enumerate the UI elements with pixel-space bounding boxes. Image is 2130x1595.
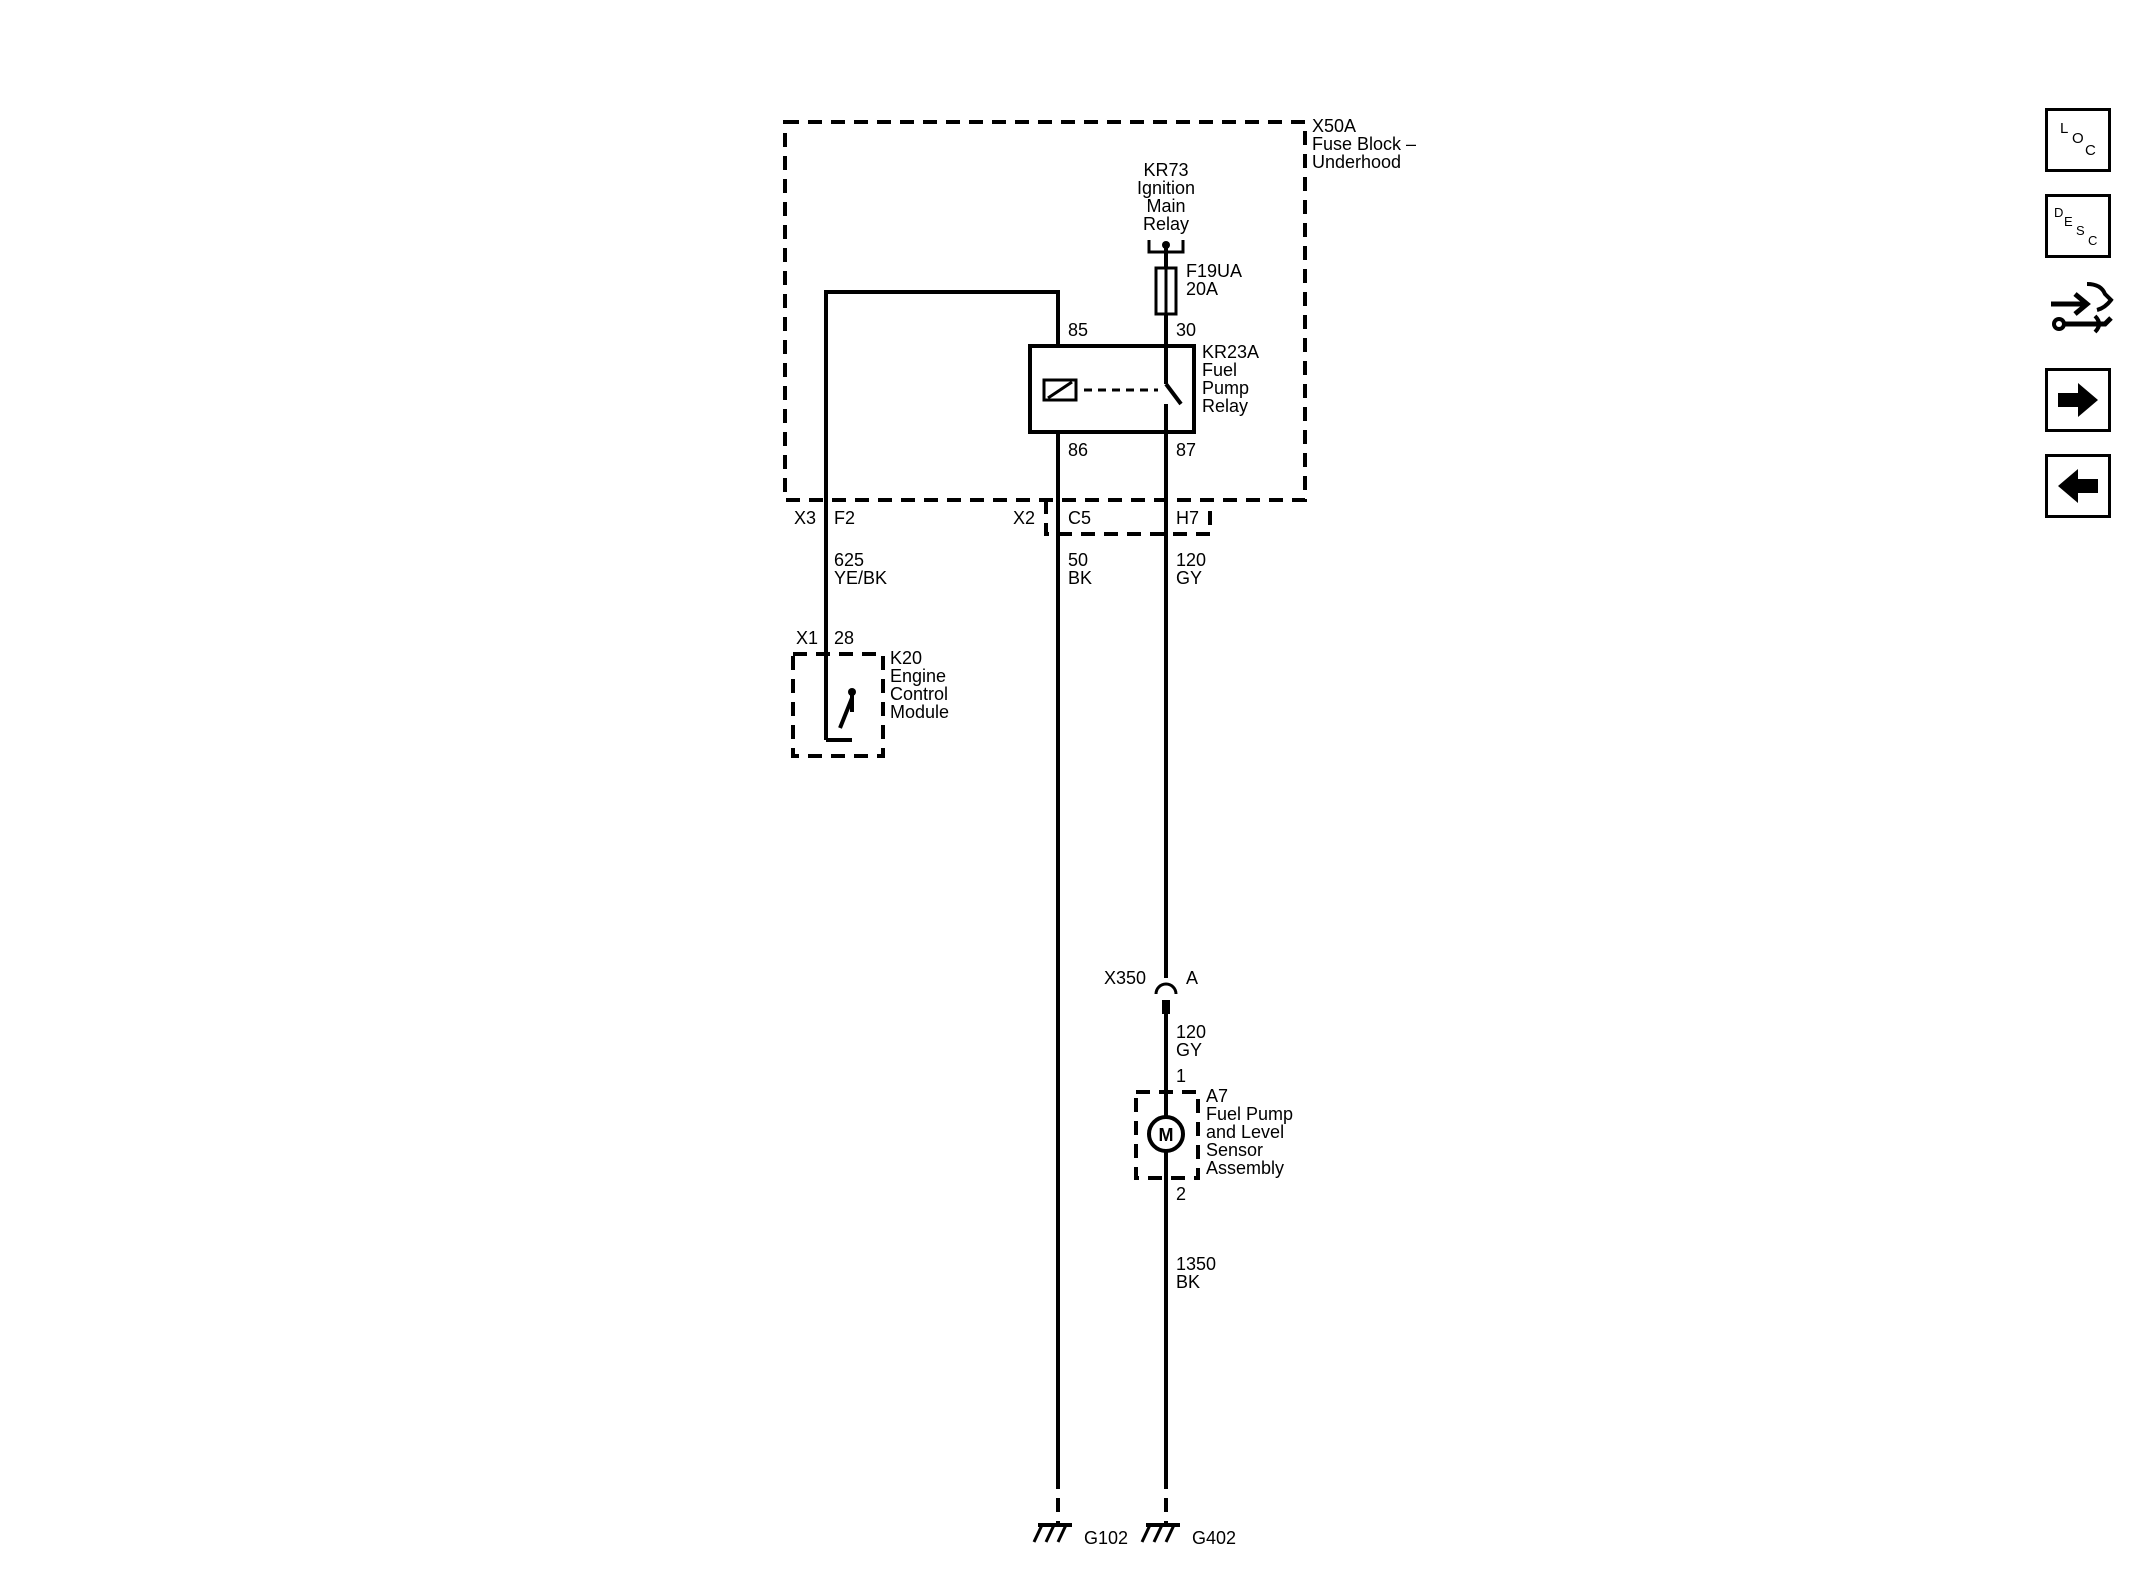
loc-letter-l: L	[2060, 120, 2068, 137]
relay-coil	[1042, 378, 1078, 402]
wire-120-color: GY	[1176, 568, 1202, 588]
ecm-label-1: Engine	[890, 666, 946, 686]
pump-relay-label-1: Fuel	[1202, 360, 1237, 380]
fuel-pump-relay-box	[1028, 344, 1196, 434]
main-relay-label-1: Ignition	[1137, 178, 1195, 198]
connector-x2: X2	[1013, 508, 1035, 528]
motor-label: M	[1159, 1125, 1174, 1145]
main-relay-id: KR73	[1143, 160, 1188, 180]
connector-c5: C5	[1068, 508, 1091, 528]
relay-pin-30: 30	[1176, 320, 1196, 340]
connector-x2-boundary	[1044, 500, 1212, 536]
wire-1350-color: BK	[1176, 1272, 1200, 1292]
wire-120b-color: GY	[1176, 1040, 1202, 1060]
ecm-boundary	[791, 652, 885, 758]
wire-625-circuit: 625	[834, 550, 864, 570]
connector-f2: F2	[834, 508, 855, 528]
connector-x1: X1	[796, 628, 818, 648]
loc-letter-o: O	[2072, 130, 2084, 147]
wire-120b-circuit: 120	[1176, 1022, 1206, 1042]
pump-label-1: Fuel Pump	[1206, 1104, 1293, 1124]
ground-g402: G402	[1192, 1528, 1236, 1548]
fuse-block-boundary	[783, 120, 1307, 502]
fuse-block-name: Fuse Block –	[1312, 134, 1416, 154]
back-button[interactable]	[2045, 454, 2111, 518]
desc-letter-e: E	[2064, 214, 2073, 229]
ecm-label-2: Control	[890, 684, 948, 704]
arrow-left-icon	[2058, 469, 2098, 503]
ground-g402-icon	[1140, 1523, 1180, 1543]
diagnostic-tool-button[interactable]	[2045, 274, 2117, 346]
ground-g102-icon	[1032, 1523, 1072, 1543]
pump-pin-2: 2	[1176, 1184, 1186, 1204]
main-relay-output	[1147, 240, 1185, 268]
connector-x350-symbol	[1154, 982, 1178, 1014]
relay-pin-87: 87	[1176, 440, 1196, 460]
pump-label-3: Sensor	[1206, 1140, 1263, 1160]
wire-120-circuit: 120	[1176, 550, 1206, 570]
pump-relay-label-2: Pump	[1202, 378, 1249, 398]
forward-button[interactable]	[2045, 368, 2111, 432]
main-relay-label-2: Main	[1146, 196, 1185, 216]
relay-pin-85: 85	[1068, 320, 1088, 340]
loc-button[interactable]: L O C	[2045, 108, 2111, 172]
arrow-right-icon	[2058, 383, 2098, 417]
ecm-pin-28: 28	[834, 628, 854, 648]
connector-x350-pin: A	[1186, 968, 1198, 988]
main-relay-label-3: Relay	[1143, 214, 1189, 234]
fuse-block-id: X50A	[1312, 116, 1356, 136]
pump-id: A7	[1206, 1086, 1228, 1106]
ecm-label-3: Module	[890, 702, 949, 722]
pump-pin-1: 1	[1176, 1066, 1186, 1086]
desc-letter-s: S	[2076, 223, 2085, 238]
ground-g102: G102	[1084, 1528, 1128, 1548]
fuse-id: F19UA	[1186, 261, 1242, 281]
desc-button[interactable]: D E S C	[2045, 194, 2111, 258]
ecm-id: K20	[890, 648, 922, 668]
desc-letter-d: D	[2054, 205, 2063, 220]
wire-50-circuit: 50	[1068, 550, 1088, 570]
wire-625-loop	[824, 290, 1060, 740]
connector-h7: H7	[1176, 508, 1199, 528]
diagnostic-tool-icon	[2051, 282, 2114, 334]
wire-625-color: YE/BK	[834, 568, 887, 588]
wire-1350-circuit: 1350	[1176, 1254, 1216, 1274]
pump-label-2: and Level	[1206, 1122, 1284, 1142]
connector-x3: X3	[794, 508, 816, 528]
wire-50-color: BK	[1068, 568, 1092, 588]
ecm-switch	[826, 688, 856, 742]
relay-switch	[1164, 346, 1183, 432]
fuse-rating: 20A	[1186, 279, 1218, 299]
loc-letter-c: C	[2085, 142, 2096, 159]
fuse-block-name-2: Underhood	[1312, 152, 1401, 172]
desc-letter-c: C	[2088, 233, 2097, 248]
pump-label-4: Assembly	[1206, 1158, 1284, 1178]
connector-x350: X350	[1104, 968, 1146, 988]
relay-pin-86: 86	[1068, 440, 1088, 460]
pump-relay-id: KR23A	[1202, 342, 1259, 362]
pump-relay-label-3: Relay	[1202, 396, 1248, 416]
